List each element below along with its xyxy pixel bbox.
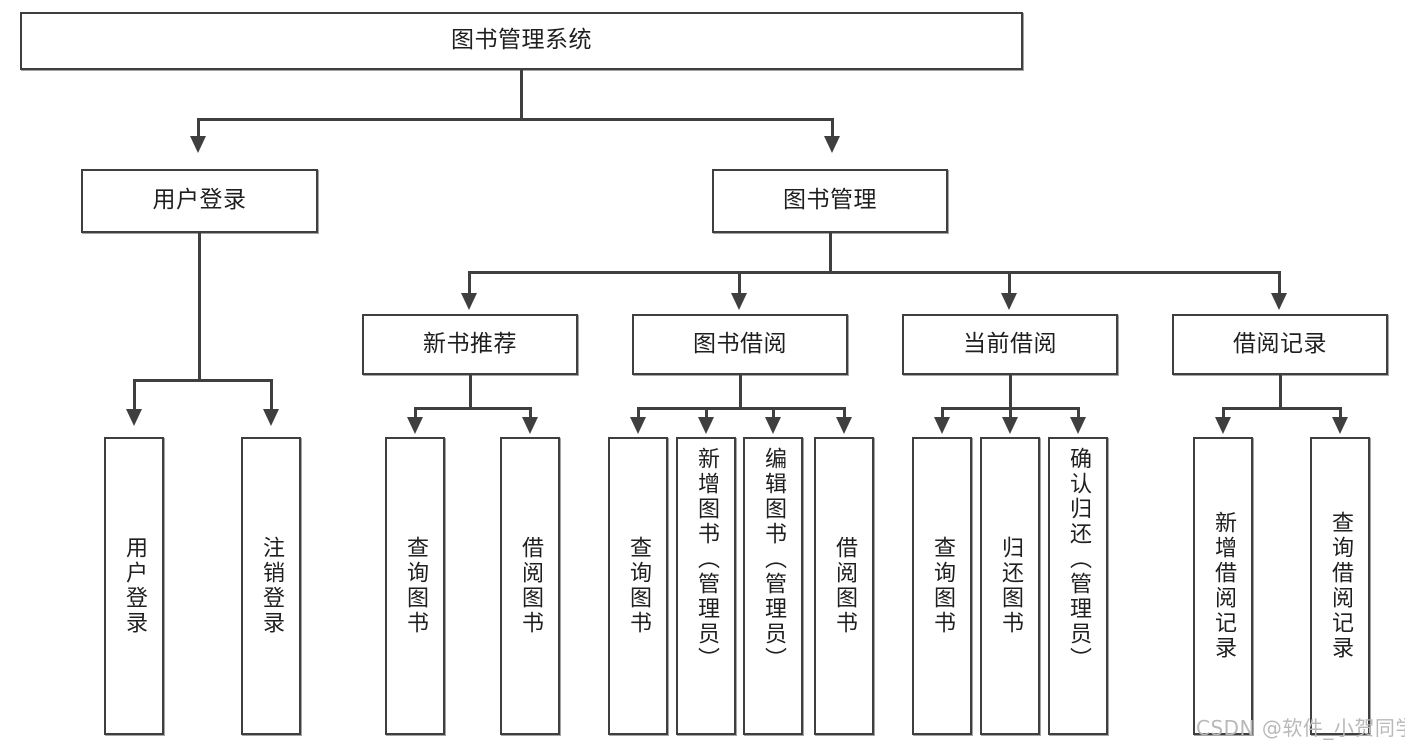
edge-records-c1 xyxy=(1222,407,1225,419)
arrow-newbook-c2-icon xyxy=(522,417,538,434)
leaf-user-login[interactable]: 用户登录 xyxy=(104,437,164,735)
node-label: 借阅图书 xyxy=(831,536,857,636)
node-label: 归还图书 xyxy=(997,536,1023,636)
arrow-records-c1-icon xyxy=(1215,417,1231,434)
edge-to-borrow xyxy=(738,271,741,295)
node-label: 借阅记录 xyxy=(1233,330,1327,357)
leaf-query-book-newbook[interactable]: 查询图书 xyxy=(385,437,445,735)
node-label: 用户登录 xyxy=(121,536,147,636)
node-user-login[interactable]: 用户登录 xyxy=(81,169,318,233)
edge-current-c3 xyxy=(1077,407,1080,419)
edge-records-bus xyxy=(1222,407,1342,410)
arrow-current-c1-icon xyxy=(934,417,950,434)
arrow-borrow-c1-icon xyxy=(630,417,646,434)
edge-borrow-c1 xyxy=(637,407,640,419)
node-book-management[interactable]: 图书管理 xyxy=(712,169,948,233)
arrow-leaf-user-login-icon xyxy=(126,409,142,426)
arrow-newbook-c1-icon xyxy=(407,417,423,434)
node-book-borrow[interactable]: 图书借阅 xyxy=(632,314,848,375)
edge-root-down xyxy=(520,70,523,119)
node-label: 当前借阅 xyxy=(963,330,1057,357)
arrow-to-records-icon xyxy=(1271,293,1287,310)
leaf-query-book-borrow[interactable]: 查询图书 xyxy=(608,437,668,735)
node-label: 借阅图书 xyxy=(517,536,543,636)
edge-newbook-bus xyxy=(414,407,532,410)
edge-userlogin-down xyxy=(198,233,201,381)
edge-to-records xyxy=(1278,271,1281,295)
arrow-records-c2-icon xyxy=(1332,417,1348,434)
edge-borrow-c2 xyxy=(705,407,708,419)
csdn-watermark: CSDN @软件_小贺同学 xyxy=(1196,716,1405,740)
node-current-borrow[interactable]: 当前借阅 xyxy=(902,314,1118,375)
node-label: 编辑图书（管理员） xyxy=(760,447,786,672)
edge-to-current xyxy=(1008,271,1011,295)
leaf-query-book-current[interactable]: 查询图书 xyxy=(912,437,972,735)
node-label: 新增借阅记录 xyxy=(1210,511,1236,661)
node-label: 新增图书（管理员） xyxy=(693,447,719,672)
leaf-confirm-return-admin[interactable]: 确认归还（管理员） xyxy=(1048,437,1108,735)
leaf-borrow-book-borrow[interactable]: 借阅图书 xyxy=(814,437,874,735)
arrow-to-current-icon xyxy=(1001,293,1017,310)
node-label: 图书管理系统 xyxy=(451,27,592,54)
leaf-borrow-book-newbook[interactable]: 借阅图书 xyxy=(500,437,560,735)
node-label: 查询图书 xyxy=(402,536,428,636)
edge-newbook-c1 xyxy=(414,407,417,419)
edge-borrow-bus xyxy=(637,407,846,410)
edge-to-book-mgmt xyxy=(831,118,834,138)
edge-borrow-c4 xyxy=(843,407,846,419)
edge-level2-bus xyxy=(197,118,834,121)
edge-userlogin-left-drop xyxy=(133,379,136,411)
node-label: 图书借阅 xyxy=(693,330,787,357)
edge-current-c2 xyxy=(1009,407,1012,419)
edge-borrow-c3 xyxy=(772,407,775,419)
arrow-borrow-c2-icon xyxy=(698,417,714,434)
node-label: 新书推荐 xyxy=(423,330,517,357)
leaf-edit-book-admin[interactable]: 编辑图书（管理员） xyxy=(743,437,803,735)
arrow-to-newbook-icon xyxy=(461,293,477,310)
node-label: 注销登录 xyxy=(258,536,284,636)
edge-to-user-login xyxy=(197,118,200,138)
leaf-logout[interactable]: 注销登录 xyxy=(241,437,301,735)
arrow-to-borrow-icon xyxy=(731,293,747,310)
node-label: 图书管理 xyxy=(783,187,877,214)
arrow-borrow-c3-icon xyxy=(765,417,781,434)
edge-newbook-down xyxy=(469,375,472,409)
edge-current-down xyxy=(1009,375,1012,409)
arrow-current-c2-icon xyxy=(1002,417,1018,434)
arrow-to-user-login-icon xyxy=(190,136,206,153)
edge-userlogin-right-drop xyxy=(270,379,273,411)
arrow-leaf-logout-icon xyxy=(263,409,279,426)
edge-level3-bus xyxy=(468,271,1281,274)
node-label: 查询图书 xyxy=(625,536,651,636)
leaf-add-borrow-record[interactable]: 新增借阅记录 xyxy=(1193,437,1253,735)
arrow-borrow-c4-icon xyxy=(836,417,852,434)
edge-borrow-down xyxy=(739,375,742,409)
node-borrow-records[interactable]: 借阅记录 xyxy=(1172,314,1388,375)
arrow-current-c3-icon xyxy=(1070,417,1086,434)
node-label: 查询图书 xyxy=(929,536,955,636)
edge-current-c1 xyxy=(941,407,944,419)
node-label: 用户登录 xyxy=(152,187,247,214)
edge-newbook-c2 xyxy=(529,407,532,419)
edge-bookmgmt-down xyxy=(829,233,832,273)
node-label: 确认归还（管理员） xyxy=(1065,447,1091,672)
edge-records-down xyxy=(1279,375,1282,409)
node-new-book-recommend[interactable]: 新书推荐 xyxy=(362,314,578,375)
leaf-query-borrow-record[interactable]: 查询借阅记录 xyxy=(1310,437,1370,735)
edge-userlogin-bus xyxy=(133,379,273,382)
edge-to-newbook xyxy=(468,271,471,295)
leaf-add-book-admin[interactable]: 新增图书（管理员） xyxy=(676,437,736,735)
arrow-to-book-mgmt-icon xyxy=(824,136,840,153)
leaf-return-book[interactable]: 归还图书 xyxy=(980,437,1040,735)
node-label: 查询借阅记录 xyxy=(1327,511,1353,661)
edge-records-c2 xyxy=(1339,407,1342,419)
node-root-system[interactable]: 图书管理系统 xyxy=(20,12,1023,70)
